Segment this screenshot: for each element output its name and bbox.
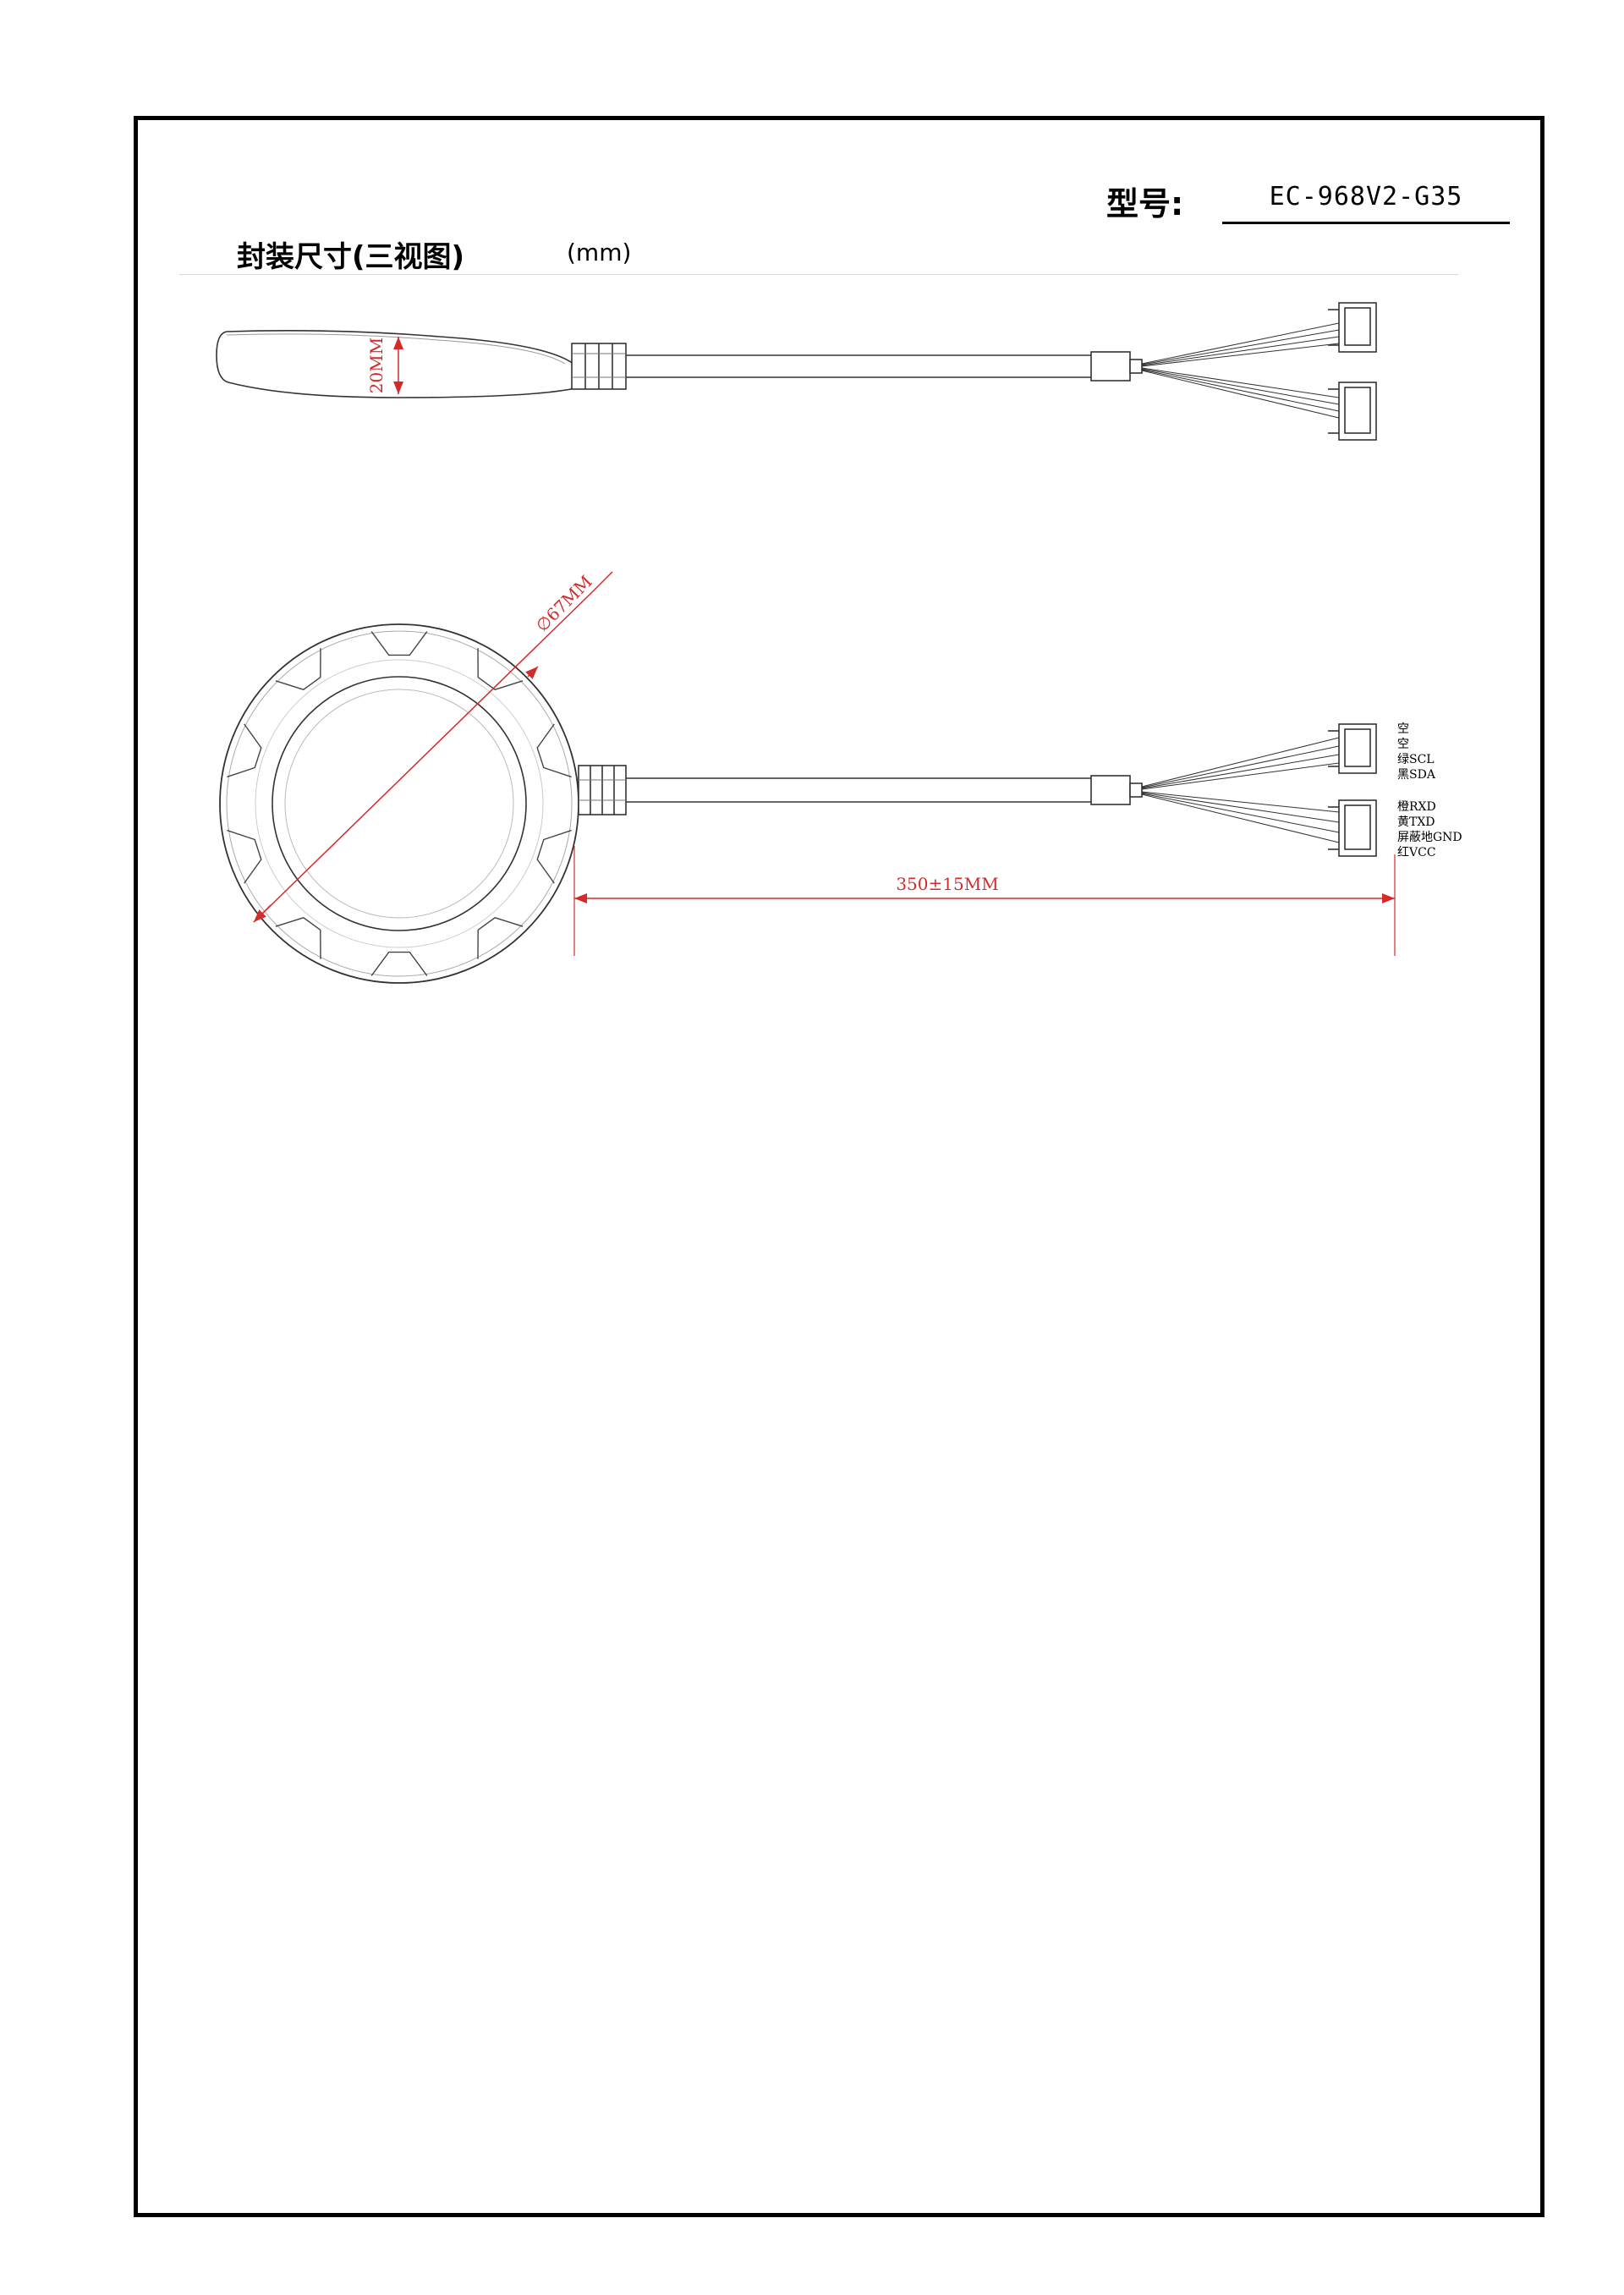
wire-label-a1: 空 (1397, 722, 1409, 736)
rim-notch (275, 917, 321, 959)
wire-label-a3: 绿SCL (1397, 753, 1435, 766)
side-view (216, 302, 1377, 441)
rim-notch (370, 951, 428, 976)
wire-labels-a: 空 空 绿SCL 黑SDA (1397, 722, 1436, 782)
title-divider (179, 274, 1458, 275)
wire-label-a4: 黑SDA (1397, 768, 1436, 782)
model-underline (1222, 222, 1510, 224)
wire-label-a2: 空 (1397, 738, 1409, 751)
diameter-dimension-label: ∅67MM (532, 571, 596, 635)
wire-label-b4: 红VCC (1397, 846, 1436, 859)
model-label: 型号: (1106, 185, 1184, 222)
wire-label-b1: 橙RXD (1397, 800, 1436, 814)
length-dimension: 350±15MM (573, 846, 1396, 956)
unit-label: (mm) (567, 239, 632, 266)
model-number: EC-968V2-G35 (1269, 182, 1463, 211)
section-title: 封装尺寸(三视图) (237, 240, 465, 274)
rim-notch (370, 631, 428, 656)
rim-notches (227, 631, 572, 976)
rim-notch (275, 648, 321, 690)
page-border (134, 116, 1544, 2217)
rim-notch (536, 829, 572, 884)
height-dimension-label: 20MM (366, 338, 387, 393)
rim-notch (477, 917, 524, 959)
height-dimension: 20MM (366, 337, 403, 394)
rim-notch (227, 829, 262, 884)
rim-notch (477, 648, 524, 690)
rim-notch (227, 723, 262, 778)
wire-label-b2: 黄TXD (1397, 815, 1435, 829)
side-view-body (216, 330, 579, 398)
top-view (219, 623, 1377, 984)
wire-label-b3: 屏蔽地GND (1397, 831, 1462, 844)
wire-labels-b: 橙RXD 黄TXD 屏蔽地GND 红VCC (1397, 800, 1462, 859)
rim-notch (536, 723, 572, 778)
length-dimension-label: 350±15MM (896, 874, 998, 894)
